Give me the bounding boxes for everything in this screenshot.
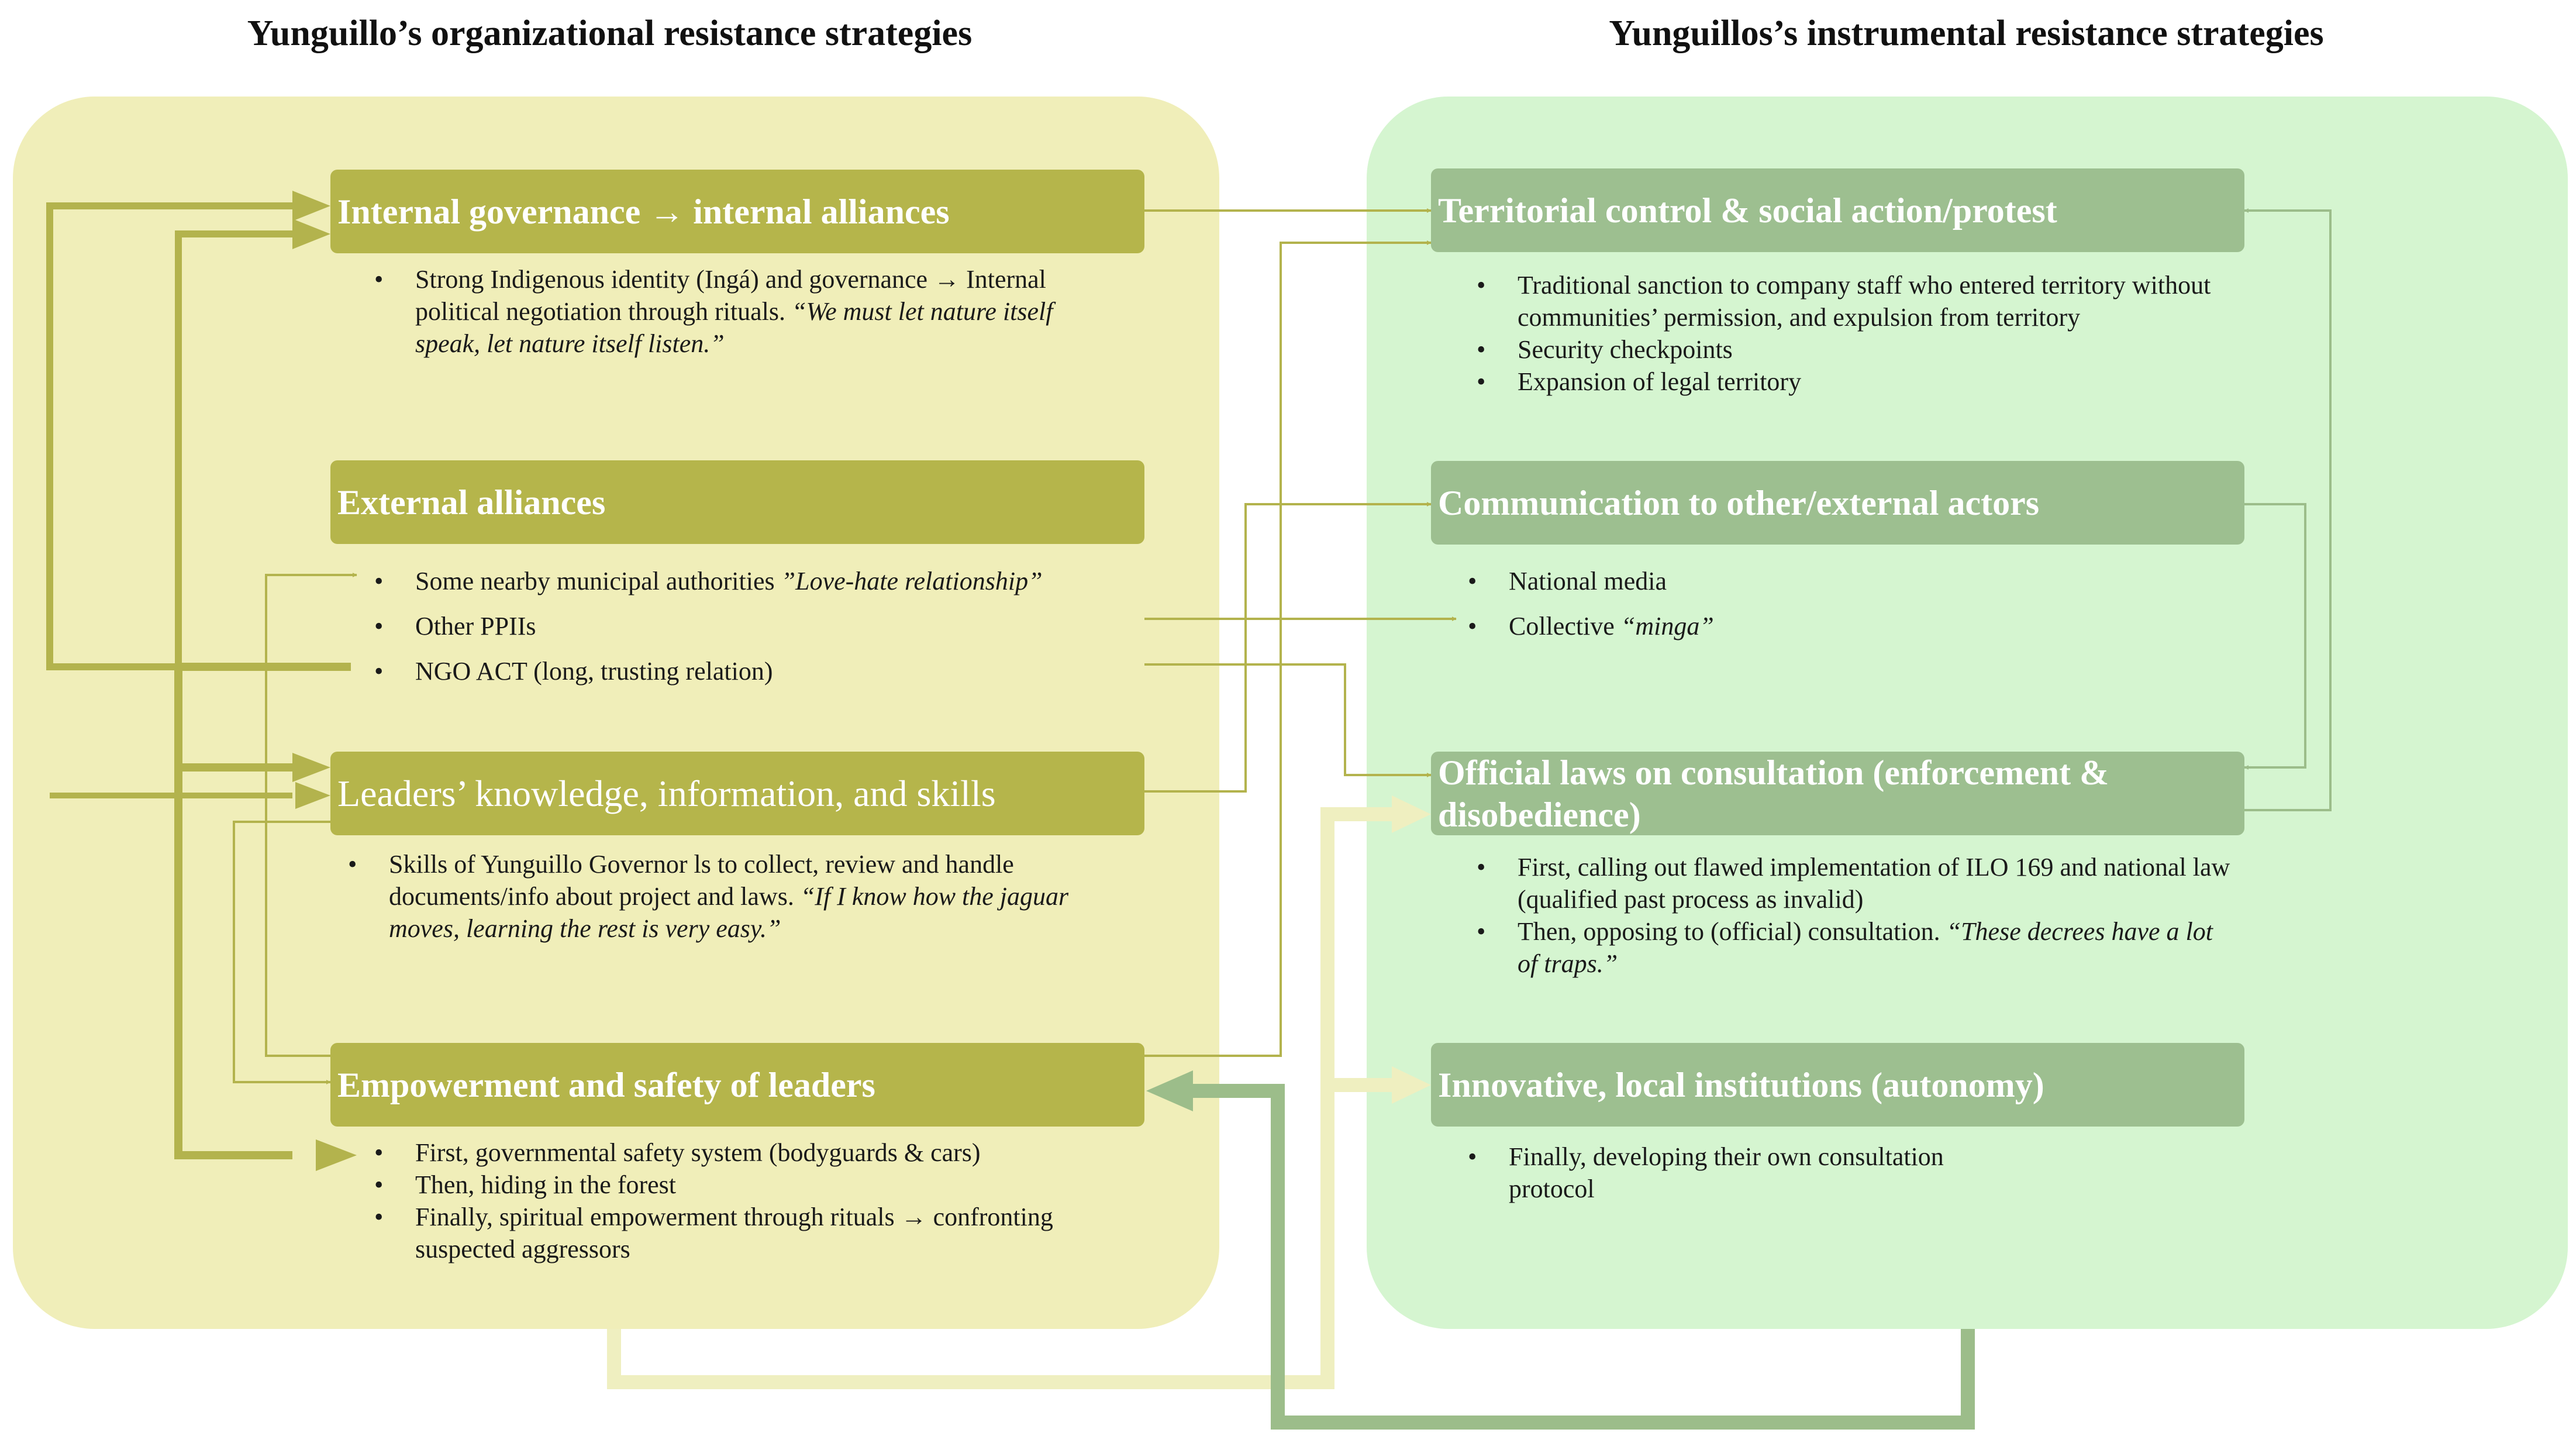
external-alliances-bullets: Some nearby municipal authorities ”Love-… — [374, 559, 1134, 694]
territorial-control-box: Territorial control & social action/prot… — [1431, 168, 2244, 252]
empowerment-safety-box: Empowerment and safety of leaders — [330, 1043, 1144, 1127]
bullet-item: First, governmental safety system (bodyg… — [374, 1137, 1123, 1169]
external-alliances-box: External alliances — [330, 460, 1144, 544]
bullet-item: Finally, spiritual empowerment through r… — [374, 1201, 1123, 1265]
left-feedback-arrows — [46, 191, 357, 1171]
bullet-item: Then, opposing to (official) consultatio… — [1477, 915, 2231, 980]
official-laws-bullets: First, calling out flawed implementation… — [1477, 851, 2231, 980]
cross-panel-arrows — [1144, 208, 1457, 1057]
bullet-item: National media — [1468, 559, 2228, 604]
left-column-title: Yunguillo’s organizational resistance st… — [247, 13, 973, 53]
right-column-title: Yunguillos’s instrumental resistance str… — [1609, 13, 2324, 53]
innovative-institutions-bullets: Finally, developing their own consultati… — [1468, 1141, 1994, 1205]
box-label: External alliances — [337, 483, 606, 522]
innovative-institutions-box: Innovative, local institutions (autonomy… — [1431, 1043, 2244, 1127]
communication-bullets: National media Collective “minga” — [1468, 559, 2228, 649]
box-label: Communication to other/external actors — [1438, 483, 2040, 522]
box-label: Empowerment and safety of leaders — [337, 1065, 875, 1104]
bullet-item: Finally, developing their own consultati… — [1468, 1141, 1994, 1205]
communication-box: Communication to other/external actors — [1431, 461, 2244, 545]
pale-loop-arrows — [607, 795, 1431, 1389]
internal-governance-box: Internal governance → internal alliances — [330, 170, 1144, 253]
box-label: Official laws on consultation (enforceme… — [1438, 753, 2109, 834]
bullet-item: Security checkpoints — [1477, 333, 2231, 366]
bullet-item: Collective “minga” — [1468, 604, 2228, 649]
bullet-item: Strong Indigenous identity (Ingá) and go… — [374, 263, 1123, 360]
left-thin-arrows — [233, 573, 357, 1084]
green-loop-arrow — [1146, 1070, 1975, 1430]
box-label: Territorial control & social action/prot… — [1438, 191, 2057, 230]
internal-governance-bullets: Strong Indigenous identity (Ingá) and go… — [374, 263, 1123, 360]
territorial-control-bullets: Traditional sanction to company staff wh… — [1477, 269, 2231, 398]
bullet-item: Skills of Yunguillo Governor ls to colle… — [348, 848, 1126, 945]
bullet-item: Traditional sanction to company staff wh… — [1477, 269, 2231, 333]
official-laws-box: Official laws on consultation (enforceme… — [1431, 752, 2244, 835]
bullet-item: Then, hiding in the forest — [374, 1169, 1123, 1201]
leaders-knowledge-bullets: Skills of Yunguillo Governor ls to colle… — [348, 848, 1126, 945]
bullet-item: Other PPIIs — [374, 604, 1134, 649]
box-label: Leaders’ knowledge, information, and ski… — [337, 772, 996, 814]
right-feedback-arrows — [2244, 208, 2332, 811]
box-label: Internal governance → internal alliances — [337, 192, 950, 231]
leaders-knowledge-box: Leaders’ knowledge, information, and ski… — [330, 752, 1144, 835]
empowerment-safety-bullets: First, governmental safety system (bodyg… — [374, 1137, 1123, 1265]
box-label: Innovative, local institutions (autonomy… — [1438, 1065, 2044, 1104]
bullet-item: First, calling out flawed implementation… — [1477, 851, 2231, 915]
bullet-item: Some nearby municipal authorities ”Love-… — [374, 559, 1134, 604]
bullet-item: NGO ACT (long, trusting relation) — [374, 649, 1134, 694]
bullet-item: Expansion of legal territory — [1477, 366, 2231, 398]
